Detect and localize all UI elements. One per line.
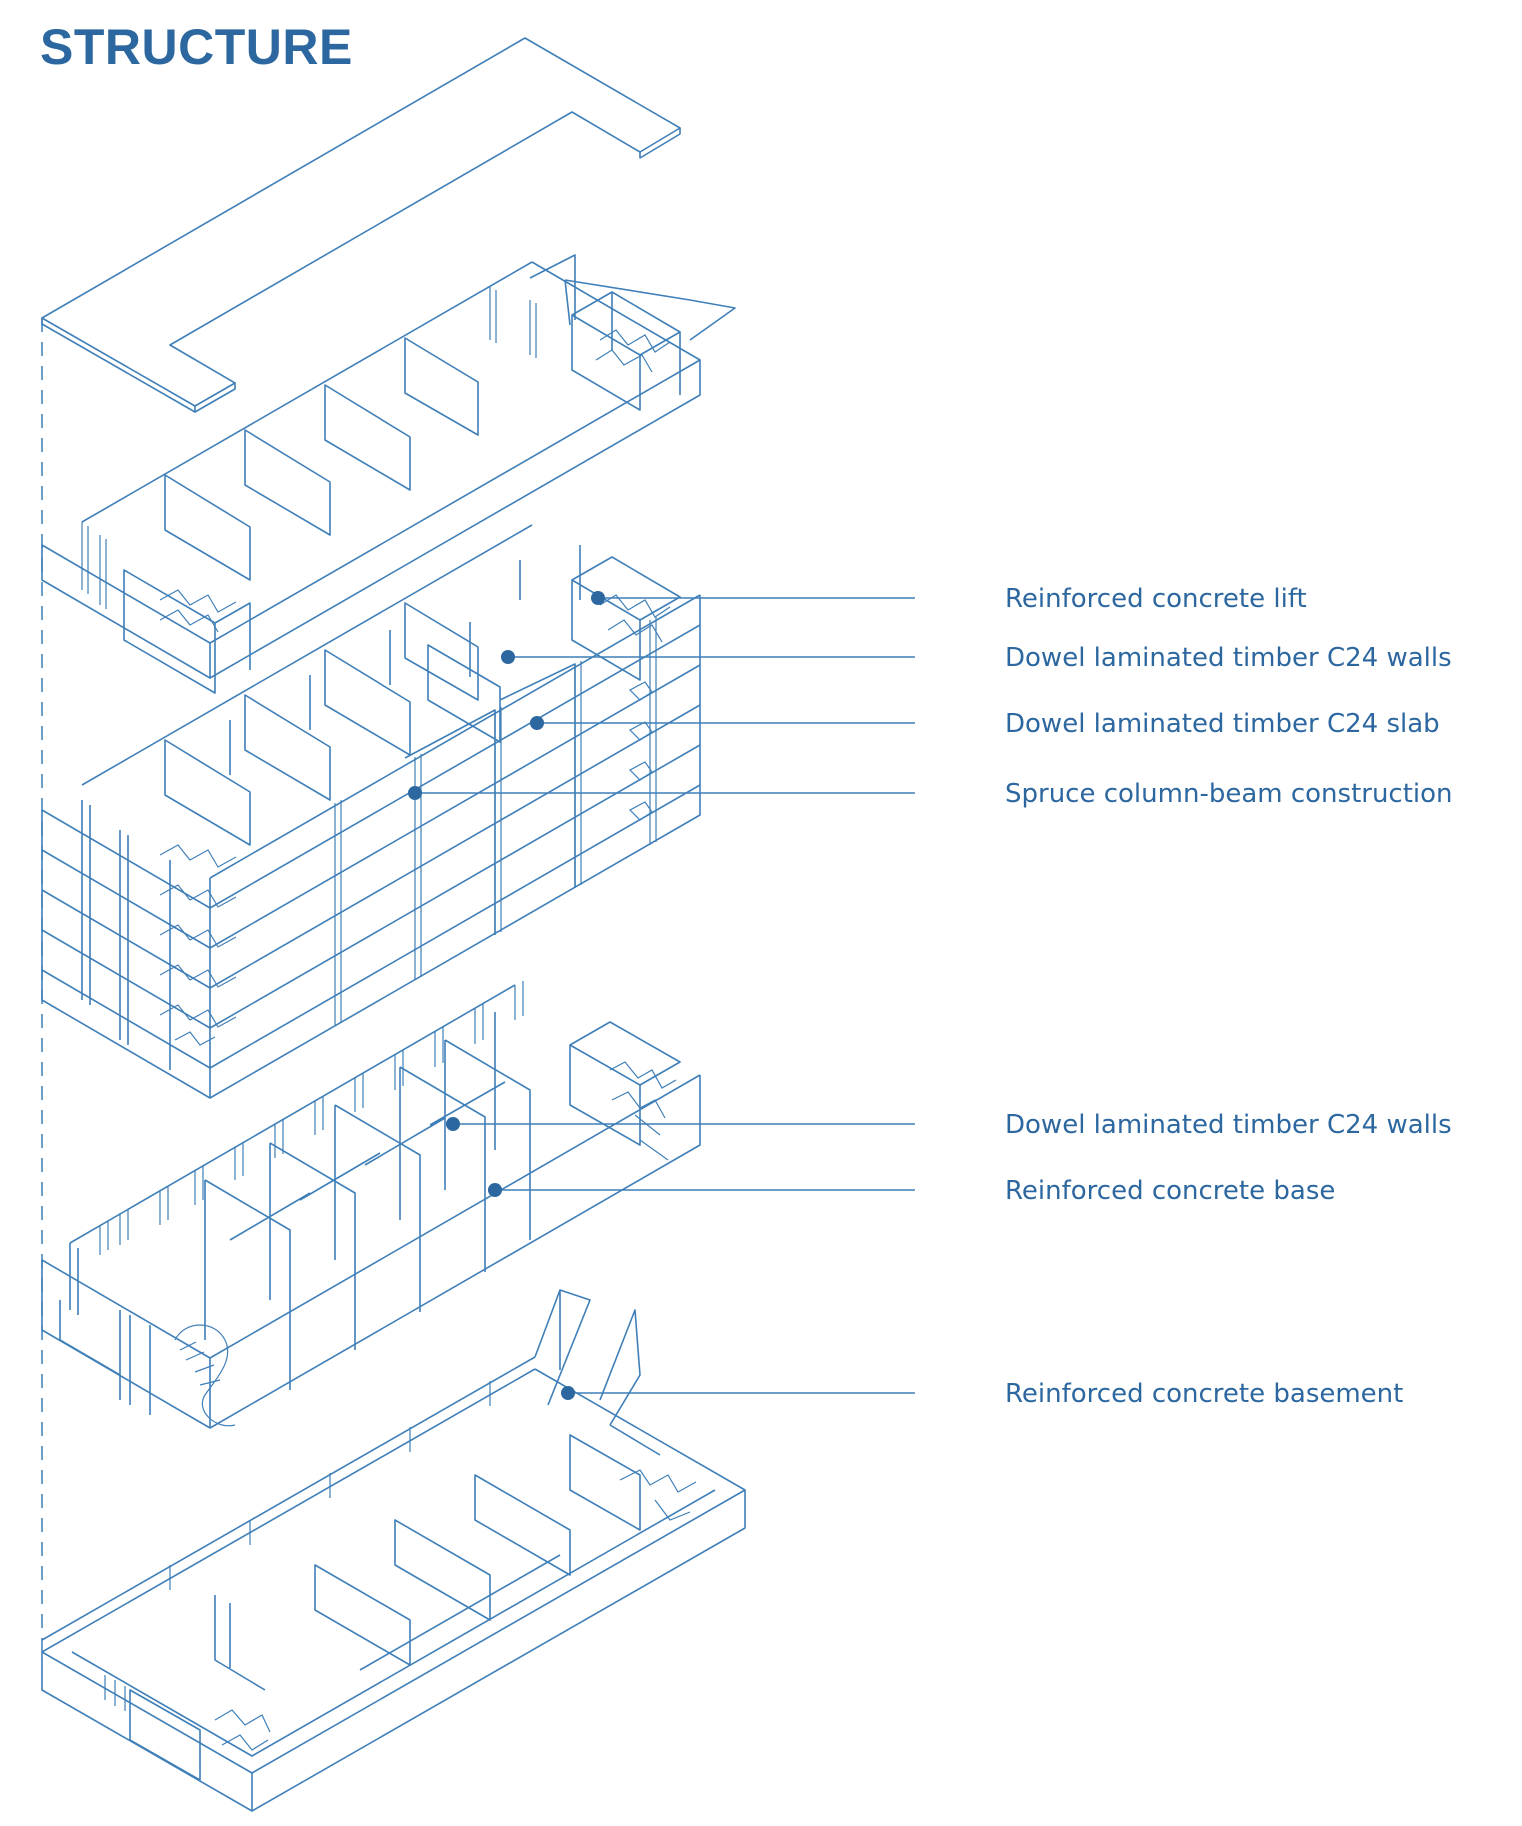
label-walls-lower: Dowel laminated timber C24 walls xyxy=(1005,1110,1452,1140)
label-slab: Dowel laminated timber C24 slab xyxy=(1005,709,1440,739)
annotation-leaders xyxy=(408,591,915,1400)
label-column-beam: Spruce column-beam construction xyxy=(1005,779,1453,809)
page-title: STRUCTURE xyxy=(40,19,353,75)
roof-slab xyxy=(41,37,681,413)
typical-floors xyxy=(41,524,701,1099)
label-lift: Reinforced concrete lift xyxy=(1005,584,1307,614)
leader-dot-walls-upper xyxy=(501,650,515,664)
ground-floor xyxy=(41,981,701,1429)
leader-dot-base xyxy=(488,1183,502,1197)
leader-dot-lift xyxy=(591,591,605,605)
label-walls-upper: Dowel laminated timber C24 walls xyxy=(1005,643,1452,673)
basement xyxy=(41,1289,746,1812)
leader-dot-walls-lower xyxy=(446,1117,460,1131)
top-floor xyxy=(41,254,736,694)
leader-dot-basement xyxy=(561,1386,575,1400)
label-base: Reinforced concrete base xyxy=(1005,1176,1335,1206)
annotation-labels: Reinforced concrete lift Dowel laminated… xyxy=(1005,584,1453,1409)
label-basement: Reinforced concrete basement xyxy=(1005,1379,1403,1409)
leader-dot-slab xyxy=(530,716,544,730)
leader-dot-column-beam xyxy=(408,786,422,800)
